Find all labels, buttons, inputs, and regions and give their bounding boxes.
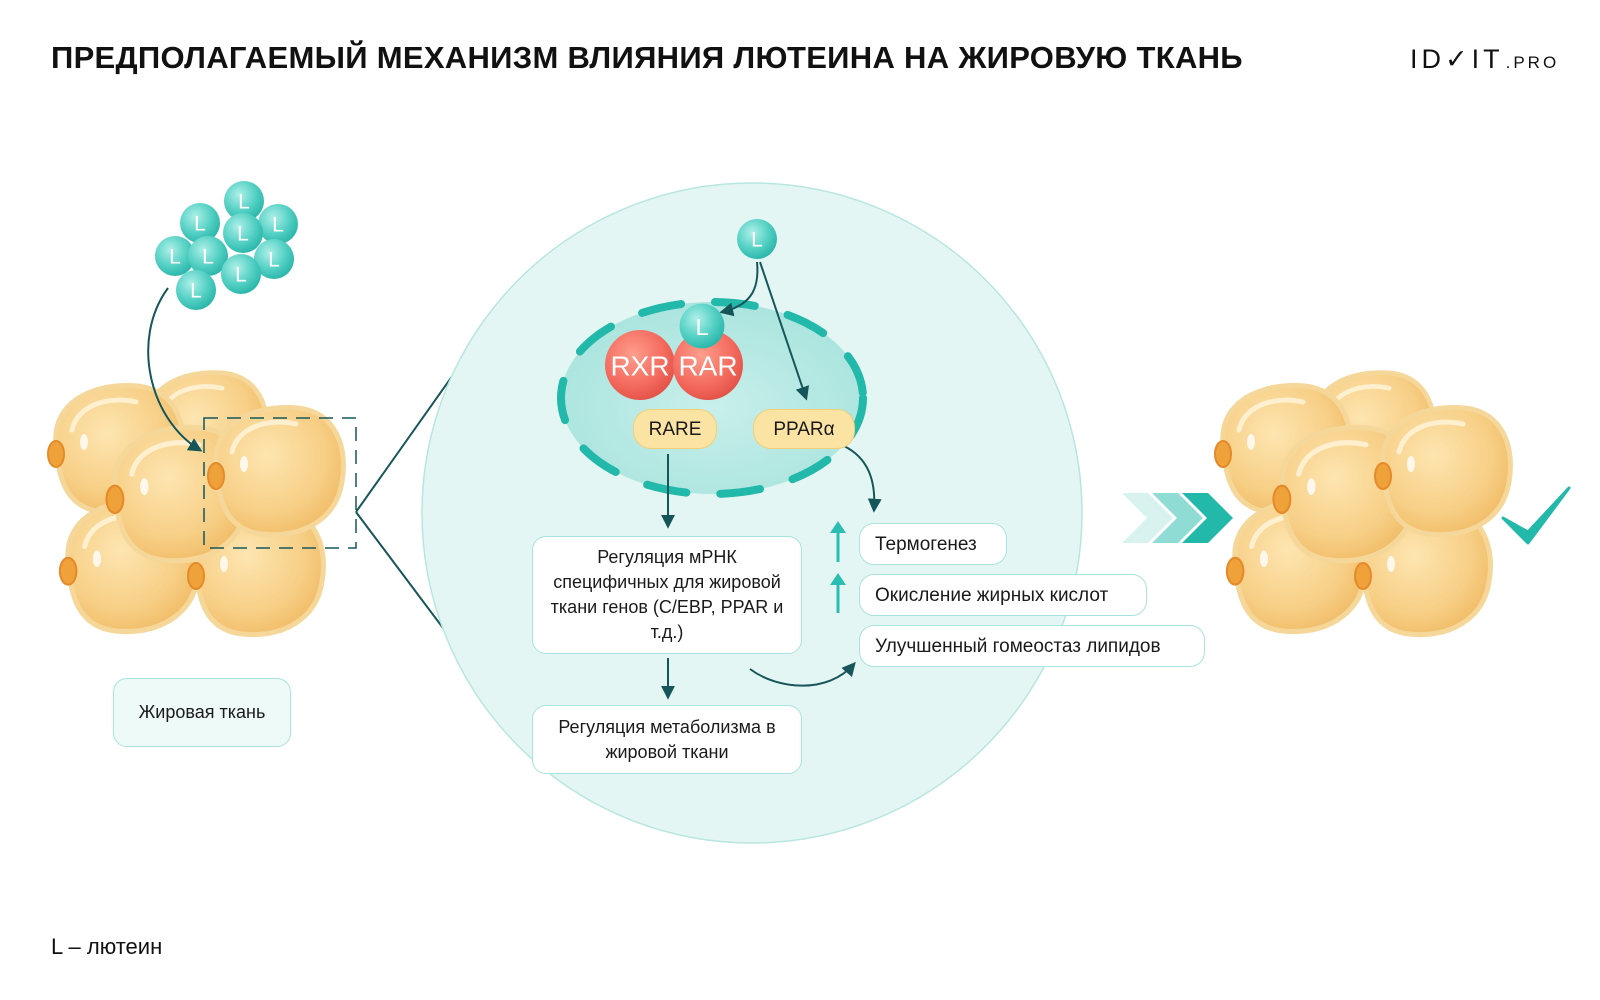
brand-suffix: .PRO [1505, 53, 1560, 72]
brand-logo[interactable]: ID✓IT.PRO [1410, 44, 1559, 75]
effect-label: Окисление жирных кислот [875, 584, 1109, 606]
nuclear-membrane [557, 298, 867, 498]
metabolism-regulation-box: Регуляция метаболизма в жировой ткани [532, 705, 802, 774]
rare-label: RARE [648, 418, 702, 440]
metabolism-regulation-text: Регуляция метаболизма в жировой ткани [558, 716, 776, 762]
effect-label: Термогенез [875, 533, 977, 555]
page-title: ПРЕДПОЛАГАЕМЫЙ МЕХАНИЗМ ВЛИЯНИЯ ЛЮТЕИНА … [51, 40, 1243, 75]
lutein-molecule [176, 270, 216, 310]
legend: L – лютеин [51, 934, 163, 959]
zoom-selection [203, 417, 357, 549]
tissue-label-box: Жировая ткань [113, 678, 291, 747]
arrow-lutein-to-rar [719, 261, 759, 317]
fat-cell [208, 407, 343, 534]
effect-lipid-homeostasis: Улучшенный гомеостаз липидов [859, 625, 1205, 667]
fat-tissue-left [48, 373, 343, 635]
effect-label: Улучшенный гомеостаз липидов [875, 635, 1161, 657]
fat-cell [1375, 407, 1510, 534]
lutein-free [737, 219, 777, 259]
arrow-mrna-to-homeostasis [749, 661, 856, 687]
increase-arrow [830, 573, 846, 613]
brand-name: ID✓IT [1410, 44, 1504, 74]
fat-tissue-right [1215, 373, 1510, 635]
check-icon [1501, 486, 1571, 545]
progress-chevrons [1122, 493, 1233, 543]
lutein-molecule [221, 254, 261, 294]
arrow-lutein-to-ppar [759, 261, 810, 401]
mrna-regulation-box: Регуляция мРНК специфичных для жировой т… [532, 536, 802, 654]
ppar-pill: PPARα [753, 409, 855, 449]
mrna-regulation-text: Регуляция мРНК специфичных для жировой т… [550, 547, 784, 642]
effect-thermogenesis: Термогенез [859, 523, 1007, 565]
lutein-bound [679, 303, 725, 349]
ppar-label: PPARα [773, 418, 835, 440]
lutein-molecule [223, 213, 263, 253]
rar-receptor: RAR [673, 330, 743, 400]
lutein-molecule [258, 204, 298, 244]
arrow-ppar-to-thermogenesis [843, 445, 882, 513]
rar-label: RAR [678, 351, 737, 382]
lutein-cluster [155, 181, 298, 310]
effect-fatty-acid-oxidation: Окисление жирных кислот [859, 574, 1147, 616]
rxr-label: RXR [610, 351, 669, 382]
tissue-label: Жировая ткань [138, 702, 266, 722]
rxr-receptor: RXR [605, 330, 675, 400]
rare-pill: RARE [633, 409, 717, 449]
arrow-lutein-to-tissue [147, 287, 203, 452]
increase-arrow [830, 521, 846, 562]
